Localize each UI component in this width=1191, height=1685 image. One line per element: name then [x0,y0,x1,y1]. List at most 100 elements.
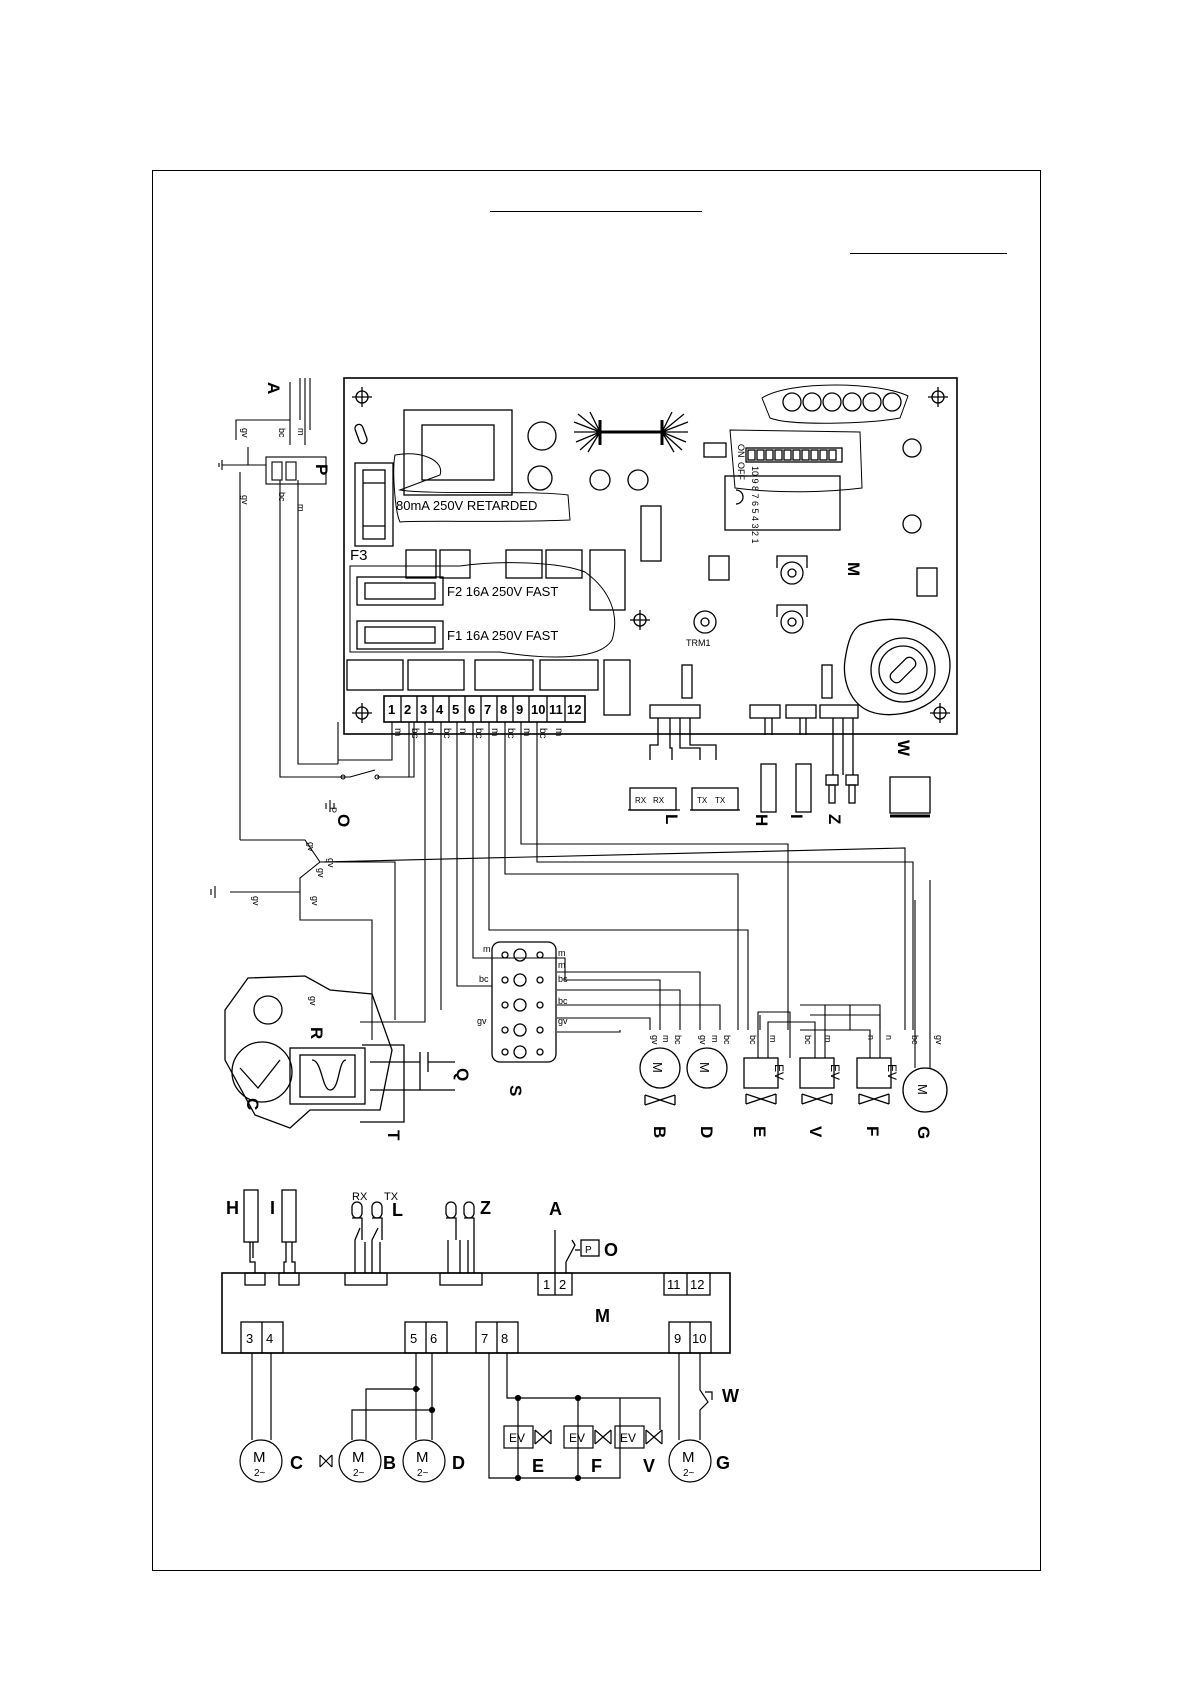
schematic-terminal: 4 [266,1331,273,1346]
sch-motor-g-sub: 2~ [683,1468,695,1479]
schematic-terminal: 1 [543,1277,550,1292]
rx-label: RX [635,796,647,805]
ev-label-v: EV [828,1064,842,1080]
label-m: M [844,562,863,576]
wire-gv: gv [251,896,261,906]
label-s: S [506,1085,525,1096]
wire-bc: bc [673,1035,683,1045]
sch-motor-d-sub: 2~ [417,1468,429,1479]
wire-gv: gv [477,1016,487,1026]
label-g: G [914,1126,933,1139]
wiring [210,378,914,1040]
label-i: I [787,814,806,819]
sensor-z [825,718,859,804]
rotary-selector [843,618,951,716]
wire-code: m [521,728,532,736]
fuse-f3-tag: F3 [350,547,368,564]
sch-label-m: M [595,1306,610,1326]
wire-gv: gv [240,495,250,505]
wire-m: m [661,1035,671,1043]
wire-code: n [457,728,468,734]
sch-ev-f: EV [569,1431,585,1445]
sch-motor-c: M [253,1449,266,1466]
wire-m: m [823,1035,833,1043]
schematic-terminal: 3 [246,1331,253,1346]
terminal-number: 6 [468,702,475,717]
schematic-terminal: 10 [692,1331,706,1346]
wire-code: bc [505,728,516,739]
terminal-number: 11 [549,702,563,717]
wire-gv: gv [310,896,320,906]
sch-label-d: D [452,1453,465,1473]
label-l: L [662,814,681,824]
wire-m: m [710,1035,720,1043]
mounting-hole [930,703,950,723]
terminal-block [383,695,586,723]
sch-label-f: F [591,1456,602,1476]
motor-label-g: M [915,1084,930,1095]
sch-label-z: Z [480,1198,491,1218]
sensor-l [628,718,740,811]
sch-rx-label: RX [352,1191,368,1203]
schematic-terminal: 9 [674,1331,681,1346]
label-w: W [894,740,913,757]
rx-label-2: RX [653,796,665,805]
subtitle-underline [850,253,1007,254]
tx-label-2: TX [715,796,726,805]
control-board-m [343,377,958,735]
wire-m: m [296,504,306,512]
sch-label-w: W [722,1386,739,1406]
wire-m: m [558,948,566,958]
wire-bc: bc [277,492,287,502]
label-e: E [750,1126,769,1137]
terminal-number: 5 [452,702,459,717]
fuse-f3 [354,453,571,547]
motor-g [902,1067,948,1113]
sch-label-v: V [643,1456,655,1476]
wire-code: m [392,728,403,736]
terminal-strip-s [491,941,557,1063]
wire-bc: bc [558,974,568,984]
trm1-label: TRM1 [686,638,711,648]
valve-v [799,1057,835,1105]
fuse-f1-label: F1 16A 250V FAST [447,628,558,643]
schematic-terminal: 2 [559,1277,566,1292]
mounting-hole [630,610,650,630]
motor-label-d: M [697,1062,712,1073]
wire-m: m [483,944,491,954]
sch-label-l: L [392,1200,403,1220]
wire-code: bc [537,728,548,739]
heatsink [573,411,689,453]
wire-code: bc [409,728,420,739]
terminal-number: 9 [516,702,523,717]
sch-label-c: C [290,1453,303,1473]
terminal-number: 8 [500,702,507,717]
schematic-wiring [239,1353,713,1483]
wire-bc: bc [558,996,568,1006]
terminal-number: 7 [484,702,491,717]
terminal-number: 10 [531,702,545,717]
terminal-number: 1 [388,702,395,717]
label-f: F [863,1126,882,1136]
terminal-number: 2 [404,702,411,717]
sch-label-o: O [604,1240,618,1260]
mounting-hole [352,703,372,723]
wire-gv: gv [326,858,336,868]
wire-code: n [425,728,436,734]
title-underline [490,211,702,212]
ev-label-f: EV [885,1064,899,1080]
trimmer [776,555,808,585]
fuse-f3-label: 80mA 250V RETARDED [396,498,537,513]
wire-gv: gv [558,1016,568,1026]
valve-e [743,1057,779,1105]
wire-m: m [768,1035,778,1043]
wire-code: bc [441,728,452,739]
schematic-terminal: 8 [501,1331,508,1346]
motor-label-b: M [650,1062,665,1073]
probe-i [795,718,812,813]
dip-numbers: 10 9 8 7 6 5 4 3 2 1 [750,466,760,544]
label-a: A [264,382,283,394]
schematic-terminal: 6 [430,1331,437,1346]
motor-d [686,1047,728,1089]
